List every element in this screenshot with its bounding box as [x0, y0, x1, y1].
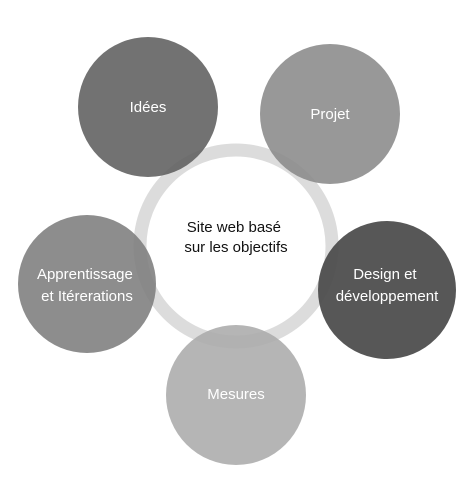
node-design-line-2: développement	[336, 288, 439, 305]
node-idees-circle	[78, 37, 218, 177]
node-design-circle	[318, 221, 456, 359]
node-projet: Projet	[260, 44, 400, 184]
node-projet-label: Projet	[310, 106, 350, 123]
node-mesures: Mesures	[166, 325, 306, 465]
center-label: Site web basé sur les objectifs	[184, 219, 287, 256]
node-apprentissage-line-1: Apprentissage	[37, 266, 133, 283]
node-idees-line-1: Idées	[130, 99, 167, 116]
node-idees-label: Idées	[130, 99, 167, 116]
node-design-label: Design et développement	[336, 266, 439, 305]
center-label-line-2: sur les objectifs	[184, 239, 287, 256]
node-mesures-label: Mesures	[207, 386, 265, 403]
node-projet-line-1: Projet	[310, 106, 350, 123]
node-mesures-circle	[166, 325, 306, 465]
node-projet-circle	[260, 44, 400, 184]
node-apprentissage-label: Apprentissage et Itérerations	[37, 266, 137, 305]
node-apprentissage-line-2: et Itérerations	[41, 288, 133, 305]
node-apprentissage-circle	[18, 215, 156, 353]
node-design: Design et développement	[318, 221, 456, 359]
node-idees: Idées	[78, 37, 218, 177]
node-design-line-1: Design et	[353, 266, 417, 283]
node-mesures-line-1: Mesures	[207, 386, 265, 403]
center-label-line-1: Site web basé	[187, 219, 281, 236]
node-apprentissage: Apprentissage et Itérerations	[18, 215, 156, 353]
